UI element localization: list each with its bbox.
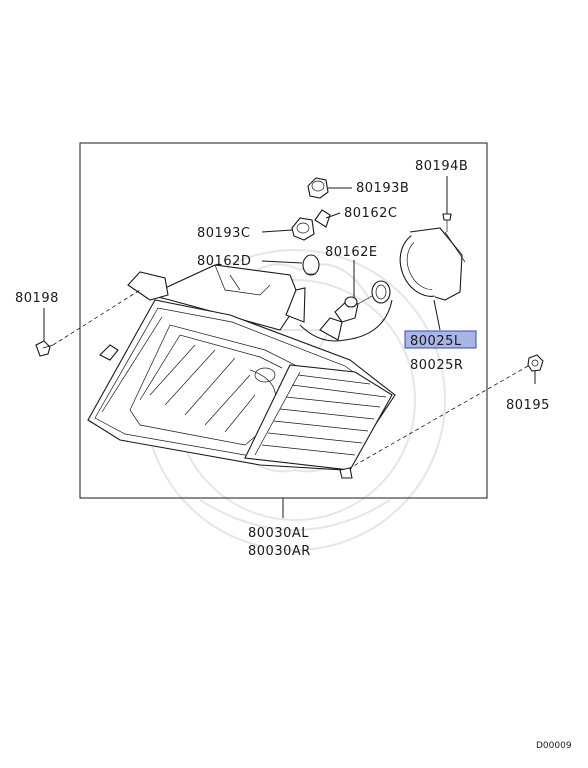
label-80025l[interactable]: 80025L (410, 334, 462, 349)
label-80195[interactable]: 80195 (506, 398, 550, 413)
label-80193c[interactable]: 80193C (197, 226, 250, 241)
label-80162d[interactable]: 80162D (197, 254, 251, 269)
bulb-80162e[interactable] (334, 280, 391, 323)
label-80162e[interactable]: 80162E (325, 245, 378, 260)
label-80194b[interactable]: 80194B (415, 159, 468, 174)
bolt-80198[interactable] (35, 340, 54, 357)
label-80030ar[interactable]: 80030AR (248, 544, 311, 559)
socket-80193c[interactable] (291, 217, 315, 241)
bulb-cover-cap[interactable] (391, 224, 466, 304)
bulb-80162d[interactable] (302, 254, 320, 276)
label-80025r[interactable]: 80025R (410, 358, 463, 373)
socket-wire (299, 299, 393, 342)
highlight-box-80025l (404, 330, 477, 349)
label-80030al[interactable]: 80030AL (248, 526, 309, 541)
leader-lines (43, 176, 536, 518)
headlamp-assembly[interactable] (87, 264, 396, 479)
diagram-code: D00009 (536, 741, 572, 751)
label-80162c[interactable]: 80162C (344, 206, 397, 221)
label-80193b[interactable]: 80193B (356, 181, 409, 196)
nut-80195[interactable] (527, 354, 544, 372)
bulb-80162c[interactable] (314, 209, 331, 228)
socket-80193b[interactable] (307, 177, 329, 199)
label-80198[interactable]: 80198 (15, 291, 59, 306)
screw-80194b[interactable] (442, 213, 452, 232)
